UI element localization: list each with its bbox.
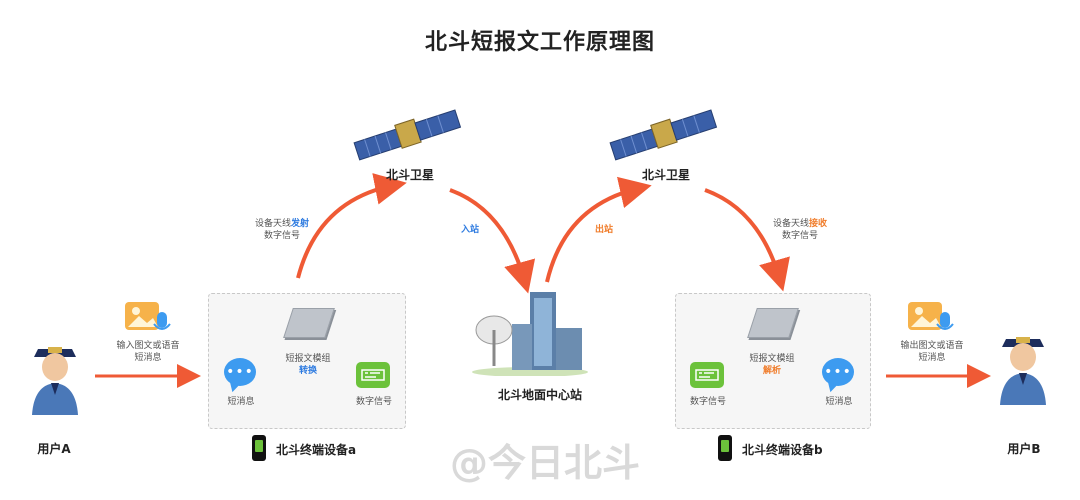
image-voice-icon	[125, 302, 171, 336]
device-b-phone-icon	[718, 435, 732, 461]
user-a-input-text: 输入图文或语音 短消息	[116, 341, 180, 363]
inbound-label: 入站	[460, 225, 479, 235]
image-voice-icon-b	[908, 302, 954, 336]
device-a-message-icon: •••	[224, 358, 258, 392]
user-b-label: 用户B	[1007, 442, 1041, 456]
uplink-label: 设备天线发射 数字信号	[254, 219, 310, 241]
satellite-left-label: 北斗卫星	[385, 168, 434, 182]
ground-station-label: 北斗地面中心站	[497, 388, 582, 402]
inbound-arc-arrow	[449, 188, 536, 294]
satellite-right-label: 北斗卫星	[641, 168, 690, 182]
downlink-label: 设备天线接收 数字信号	[772, 219, 828, 241]
device-a-label: 北斗终端设备a	[276, 443, 357, 457]
diagram-title: 北斗短报文工作原理图	[424, 30, 655, 55]
device-a-module-text: 短报文模组 转换	[285, 354, 331, 376]
device-b-label: 北斗终端设备b	[742, 443, 823, 457]
outbound-label: 出站	[594, 225, 613, 235]
user-b-output-text: 输出图文或语音 短消息	[900, 341, 964, 363]
device-b-signal-icon	[690, 362, 726, 390]
user-b-avatar	[996, 325, 1050, 405]
user-a-avatar	[28, 335, 82, 415]
watermark-text: @今日北斗	[449, 441, 640, 485]
device-b-message-label: 短消息	[825, 397, 853, 407]
downlink-arc-arrow	[704, 188, 790, 292]
uplink-arc-arrow	[296, 173, 407, 279]
device-a-message-label: 短消息	[227, 397, 255, 407]
device-a-signal-icon	[356, 362, 392, 390]
outbound-arc-arrow	[545, 176, 652, 283]
device-b-message-icon: •••	[822, 358, 856, 392]
device-a-signal-label: 数字信号	[355, 397, 392, 407]
satellite-left-icon	[352, 104, 462, 164]
device-a-phone-icon	[252, 435, 266, 461]
user-a-label: 用户A	[37, 442, 71, 456]
satellite-right-icon	[608, 104, 718, 164]
device-b-module-text: 短报文模组 解析	[749, 354, 795, 376]
device-b-signal-label: 数字信号	[689, 397, 726, 407]
ground-station-icon	[470, 288, 590, 377]
